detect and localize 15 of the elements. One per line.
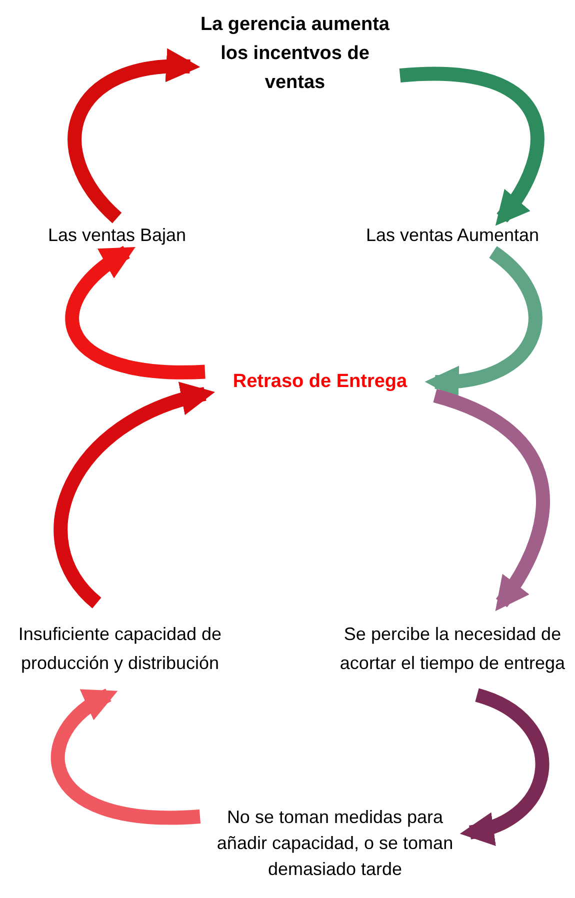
node-label: La gerencia aumenta los incentvos de ventas: [199, 12, 391, 94]
curved-arrow: [424, 246, 542, 398]
curved-arrow: [432, 388, 550, 612]
node-label: Retraso de Entrega: [232, 370, 408, 394]
curved-arrow: [54, 384, 215, 608]
node-label: Las ventas Bajan: [48, 224, 186, 247]
node-label: Insuficiente capacidad de producción y distribución: [17, 623, 223, 675]
node-label: Las ventas Aumentan: [366, 224, 540, 247]
curved-arrow: [65, 246, 206, 380]
curved-arrow: [68, 50, 200, 223]
node-label: Se percibe la necesidad de acortar el tiempo de entrega: [338, 623, 566, 675]
curved-arrow: [460, 688, 550, 844]
curved-arrow: [400, 66, 544, 226]
node-label: No se toman medidas para añadir capacidad, o se toman demasiado tarde: [216, 806, 454, 881]
curved-arrow: [51, 688, 200, 825]
